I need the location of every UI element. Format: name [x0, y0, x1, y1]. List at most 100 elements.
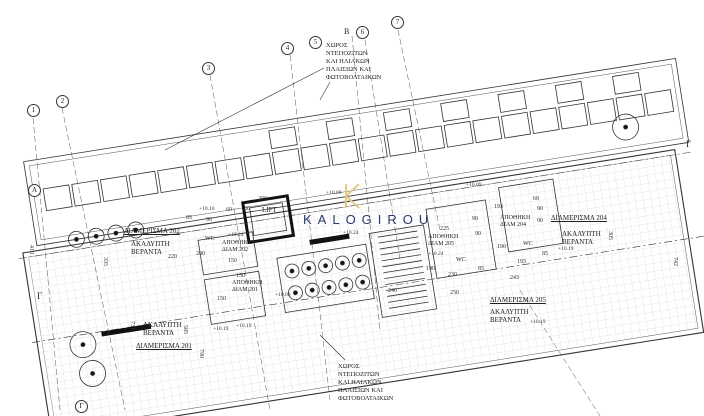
stair-tread [378, 236, 419, 244]
floor-tile-line [549, 174, 578, 348]
solar-panel [529, 107, 560, 135]
solar-panel [497, 90, 527, 113]
wc-label: WC [523, 241, 533, 247]
stair-tread [387, 289, 427, 297]
solar-tank-icon [304, 282, 320, 298]
wall-segment [309, 233, 350, 245]
floor-tile-line [36, 255, 65, 416]
stair-tread [379, 242, 420, 250]
grid-bubble-5: 5 [309, 36, 322, 49]
store-201 [203, 270, 267, 325]
dimension: 250 [450, 290, 459, 296]
solar-panel-area-inner [29, 63, 684, 241]
grid-bubble-4: 4 [281, 42, 294, 55]
solar-panel [71, 179, 102, 207]
dimension: 240 [388, 288, 397, 294]
dimension: 150 [217, 296, 226, 302]
stair-tread [386, 283, 426, 291]
solar-panel [472, 116, 503, 144]
stair-tread [381, 254, 422, 262]
fan-icon [79, 360, 106, 387]
dimension: 90 [537, 206, 543, 212]
solar-panel [615, 93, 646, 121]
grid-line-6 [364, 39, 401, 261]
fan-icon [68, 230, 85, 248]
fan-icon [69, 331, 97, 359]
floor-tile-line [32, 178, 675, 281]
floor-tile-line [178, 233, 207, 407]
solar-panel [612, 71, 642, 95]
dimension: 193 [517, 259, 526, 265]
solar-tank-icon [301, 260, 317, 276]
floor-tile-line [534, 176, 562, 350]
apartment-205-label: ΔΙΑΜΕΡΙΣΜΑ 205 [490, 296, 546, 304]
solar-panel [185, 161, 216, 189]
dimension: 150 [236, 273, 245, 279]
stair-core [368, 224, 438, 318]
dimension: 742 [672, 257, 678, 266]
solar-panel [42, 184, 73, 212]
floor-tile-line [605, 165, 633, 339]
elevation-mark: +10.19 [530, 319, 546, 325]
apartment-204-label: ΔΙΑΜΕΡΙΣΜΑ 204 [551, 214, 607, 222]
solar-panel [357, 134, 388, 162]
floor-tile-line [60, 252, 88, 416]
solar-tank-icon [338, 277, 354, 293]
elevation-mark: +10.09 [466, 182, 482, 188]
solar-tank-icon [288, 285, 303, 301]
dimension: 85 [478, 266, 484, 272]
grid-label-g-right: Γ [686, 139, 692, 149]
elevation-mark: +10.24 [343, 230, 359, 236]
building-outline [22, 149, 704, 416]
solar-tank-hub-icon [289, 268, 295, 274]
dimension: 85 [542, 251, 548, 257]
dimension: 731 [129, 321, 135, 330]
floor-tile-line [399, 198, 428, 372]
dimension: 220 [168, 254, 177, 260]
floor-tile-line [53, 313, 696, 416]
floor-tile-line [225, 225, 254, 399]
floor-tile-line [384, 200, 412, 374]
dimension: 60 [226, 207, 232, 213]
dimension: 200 [258, 196, 267, 202]
store-202 [197, 231, 259, 276]
fan-icon [107, 224, 125, 242]
floor-tile-line [146, 238, 175, 412]
fan-hub-icon [74, 236, 79, 242]
floor-tile-line [54, 321, 697, 416]
fan-icon [612, 113, 640, 141]
solar-panel [300, 143, 331, 171]
floor-tile-line [447, 190, 475, 364]
solar-tank-hub-icon [360, 279, 366, 285]
floor-tile-line [241, 223, 270, 397]
floor-tile-line [162, 235, 191, 409]
floor-tile-line [376, 201, 404, 375]
floor-tile-line [83, 248, 112, 416]
elevation-mark: +10.19 [213, 326, 229, 332]
solar-panel [443, 120, 474, 148]
floor-tile-line [48, 281, 691, 384]
dimension: 225 [440, 226, 449, 232]
fan-hub-icon [623, 124, 629, 130]
grid-bubble-7: 7 [391, 16, 404, 29]
floor-tile-line [52, 253, 80, 416]
floor-tile-line [652, 158, 681, 332]
dimension: 60 [533, 196, 539, 202]
elevation-mark: +10.10 [199, 206, 215, 212]
dimension: 90 [475, 231, 481, 237]
floor-tile-line [486, 184, 515, 358]
grid-bubble-2: 2 [56, 95, 69, 108]
solar-panel [440, 99, 470, 122]
floor-tile-line [494, 183, 523, 357]
floor-tile-line [44, 254, 72, 416]
floor-tile-line [75, 249, 104, 416]
floor-tile-line [628, 161, 657, 335]
floor-tile-line [597, 166, 626, 340]
stair-tread [383, 266, 423, 274]
solar-tank-icon [284, 263, 300, 279]
kalogirou-logo-icon [345, 183, 360, 209]
